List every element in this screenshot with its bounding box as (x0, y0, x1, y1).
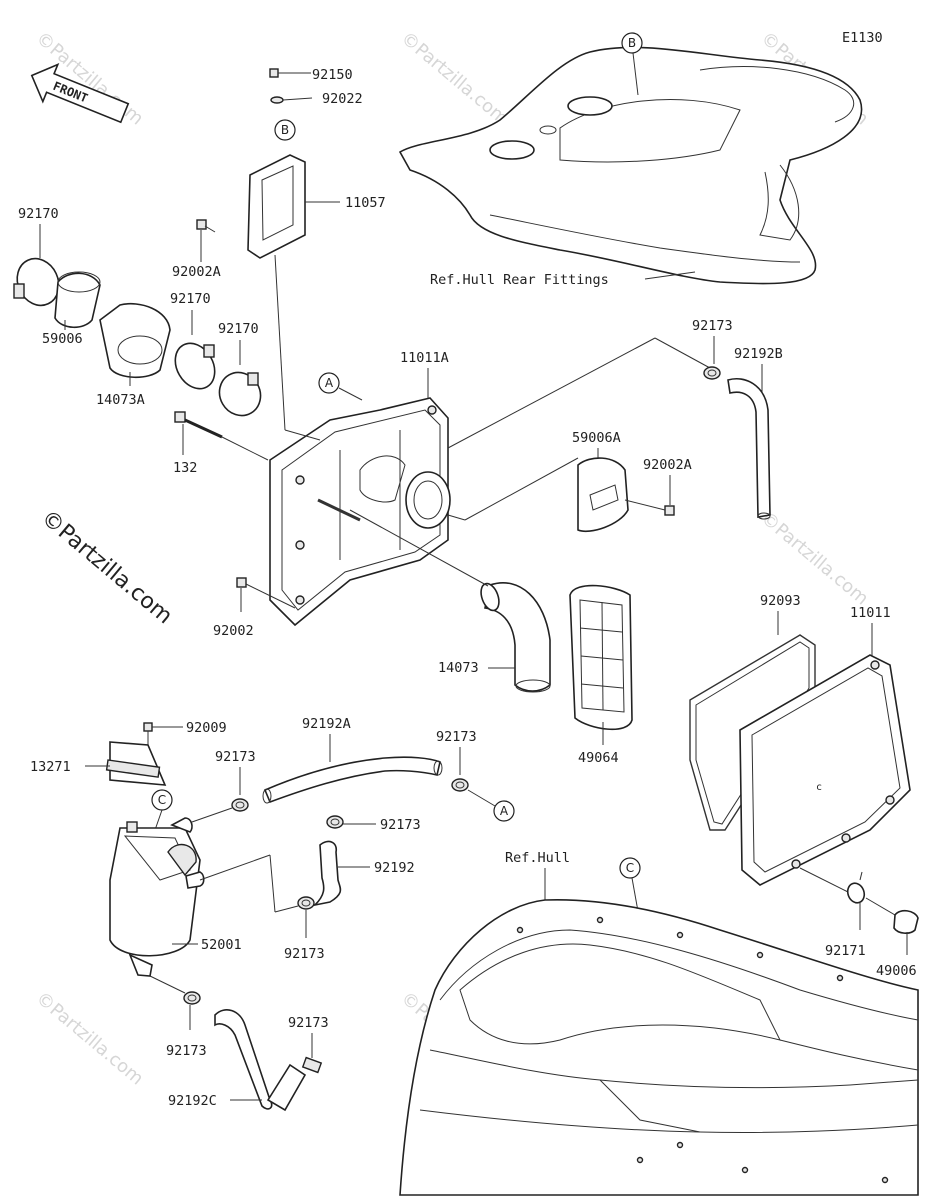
clip-92173-e (183, 991, 201, 1005)
plate-13271 (105, 741, 167, 786)
part-49006: 49006 (876, 963, 917, 979)
svg-text:c: c (816, 782, 822, 793)
clip-92173-c (326, 815, 344, 829)
part-52001: 52001 (201, 937, 242, 953)
part-92171: 92171 (825, 943, 866, 959)
clip-92173-f (301, 1056, 323, 1074)
hose-92192b (727, 378, 771, 520)
part-92170-a: 92170 (18, 206, 59, 222)
callout-b-left: B (281, 123, 289, 137)
hose-92192c (214, 1009, 307, 1112)
hull-rear-fittings (398, 46, 863, 285)
copyright-watermark: ©Partzilla.com (36, 505, 177, 629)
bolt-92002a-top (196, 219, 216, 233)
callout-c-hull: C (626, 861, 634, 875)
part-92093: 92093 (760, 593, 801, 609)
part-92192: 92192 (374, 860, 415, 876)
hose-92192 (312, 840, 342, 907)
ref-hull: Ref.Hull (505, 850, 570, 866)
clip-92171 (846, 871, 866, 904)
part-92150: 92150 (312, 67, 353, 83)
screen-49064 (569, 584, 633, 731)
ref-hull-rear-fittings: Ref.Hull Rear Fittings (430, 272, 609, 288)
housing-11011a (269, 397, 451, 627)
bolt-92002 (236, 577, 247, 588)
part-14073: 14073 (438, 660, 479, 676)
part-92192a: 92192A (302, 716, 351, 732)
clamp-92170-c (218, 371, 262, 417)
part-13271: 13271 (30, 759, 71, 775)
part-11011a: 11011A (400, 350, 449, 366)
part-92002a-top: 92002A (172, 264, 221, 280)
part-92022: 92022 (322, 91, 363, 107)
elbow-hose-14073 (480, 582, 551, 693)
clip-92173-top (703, 366, 721, 380)
part-92173-f: 92173 (288, 1015, 329, 1031)
bolt-132 (174, 411, 223, 439)
hose-14073a (99, 303, 171, 379)
part-92192c: 92192C (168, 1093, 217, 1109)
hull-body (399, 898, 919, 1196)
housing-11011: c (739, 654, 911, 886)
part-49064: 49064 (578, 750, 619, 766)
part-92002: 92002 (213, 623, 254, 639)
part-59006a: 59006A (572, 430, 621, 446)
part-92009: 92009 (186, 720, 227, 736)
bracket-11057 (247, 154, 306, 259)
part-92173-b: 92173 (436, 729, 477, 745)
clip-92173-d (297, 896, 315, 910)
part-92173-top: 92173 (692, 318, 733, 334)
part-14073a: 14073A (96, 392, 145, 408)
clip-92173-a (231, 798, 249, 812)
diagram-id: E1130 (842, 30, 883, 46)
part-11057: 11057 (345, 195, 386, 211)
part-92173-a: 92173 (215, 749, 256, 765)
part-11011: 11011 (850, 605, 891, 621)
washer-92022 (270, 96, 284, 104)
part-92170-c: 92170 (218, 321, 259, 337)
filter-59006 (54, 271, 101, 329)
part-92173-d: 92173 (284, 946, 325, 962)
cover-59006a (577, 457, 629, 532)
canister-52001 (109, 817, 205, 977)
callout-b-top: B (628, 36, 636, 50)
callout-a-lower: A (500, 804, 509, 818)
screw-92009 (143, 722, 153, 732)
part-132: 132 (173, 460, 197, 476)
cap-49006 (893, 909, 919, 934)
bolt-92150 (269, 68, 300, 78)
clip-92173-b (451, 778, 469, 792)
callout-c-canister: C (158, 793, 166, 807)
part-92192b: 92192B (734, 346, 783, 362)
callout-a-housing: A (325, 376, 334, 390)
part-92170-b: 92170 (170, 291, 211, 307)
part-92173-c: 92173 (380, 817, 421, 833)
part-92002a-mid: 92002A (643, 457, 692, 473)
bolt-92002a-mid (664, 505, 675, 516)
watermark-2: ©Partzilla.com (397, 28, 513, 130)
watermark-5: ©Partzilla.com (32, 988, 148, 1090)
hose-92192a (262, 756, 443, 804)
part-92173-e: 92173 (166, 1043, 207, 1059)
part-59006: 59006 (42, 331, 83, 347)
